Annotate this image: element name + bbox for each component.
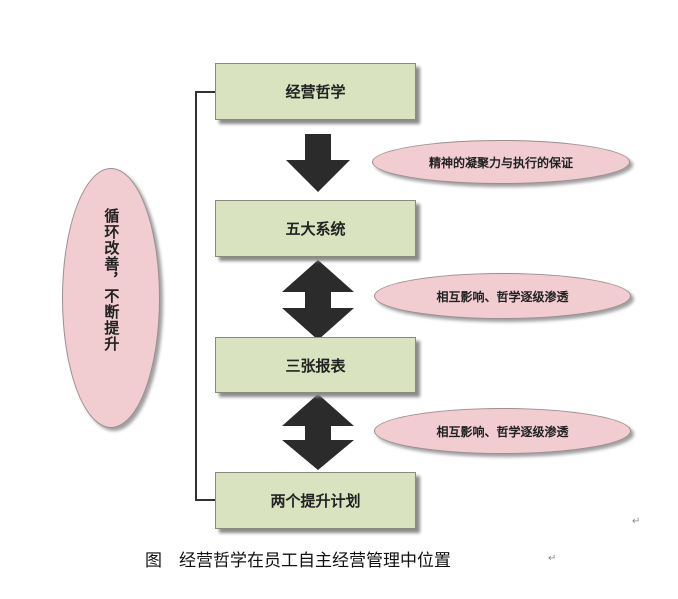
- box-five-systems: 五大系统: [215, 200, 416, 257]
- double-arrow-lower: [282, 394, 354, 470]
- box-management-philosophy: 经营哲学: [215, 63, 416, 120]
- note-ellipse-3: 相互影响、哲学逐级渗透: [374, 408, 631, 454]
- double-arrow-upper: [282, 260, 354, 340]
- box-label: 两个提升计划: [270, 492, 361, 510]
- paragraph-mark-icon: ↵: [548, 553, 557, 564]
- loop-label: 循环改善，不断提升: [102, 208, 121, 352]
- paragraph-mark-icon: ↵: [632, 516, 641, 527]
- down-arrow: [286, 134, 350, 192]
- box-label: 三张报表: [285, 356, 346, 375]
- note-label: 相互影响、哲学逐级渗透: [436, 289, 569, 304]
- note-ellipse-2: 相互影响、哲学逐级渗透: [374, 273, 631, 319]
- feedback-loop-line: [195, 91, 215, 501]
- box-three-statements: 三张报表: [215, 337, 416, 393]
- figure-caption: 图 经营哲学在员工自主经营管理中位置: [145, 551, 451, 571]
- note-label: 相互影响、哲学逐级渗透: [436, 424, 569, 439]
- loop-ellipse: 循环改善，不断提升: [62, 168, 160, 428]
- box-label: 经营哲学: [285, 83, 346, 101]
- note-label: 精神的凝聚力与执行的保证: [428, 155, 573, 170]
- box-two-improvement-plans: 两个提升计划: [215, 472, 416, 529]
- box-label: 五大系统: [285, 220, 346, 238]
- note-ellipse-1: 精神的凝聚力与执行的保证: [372, 140, 630, 184]
